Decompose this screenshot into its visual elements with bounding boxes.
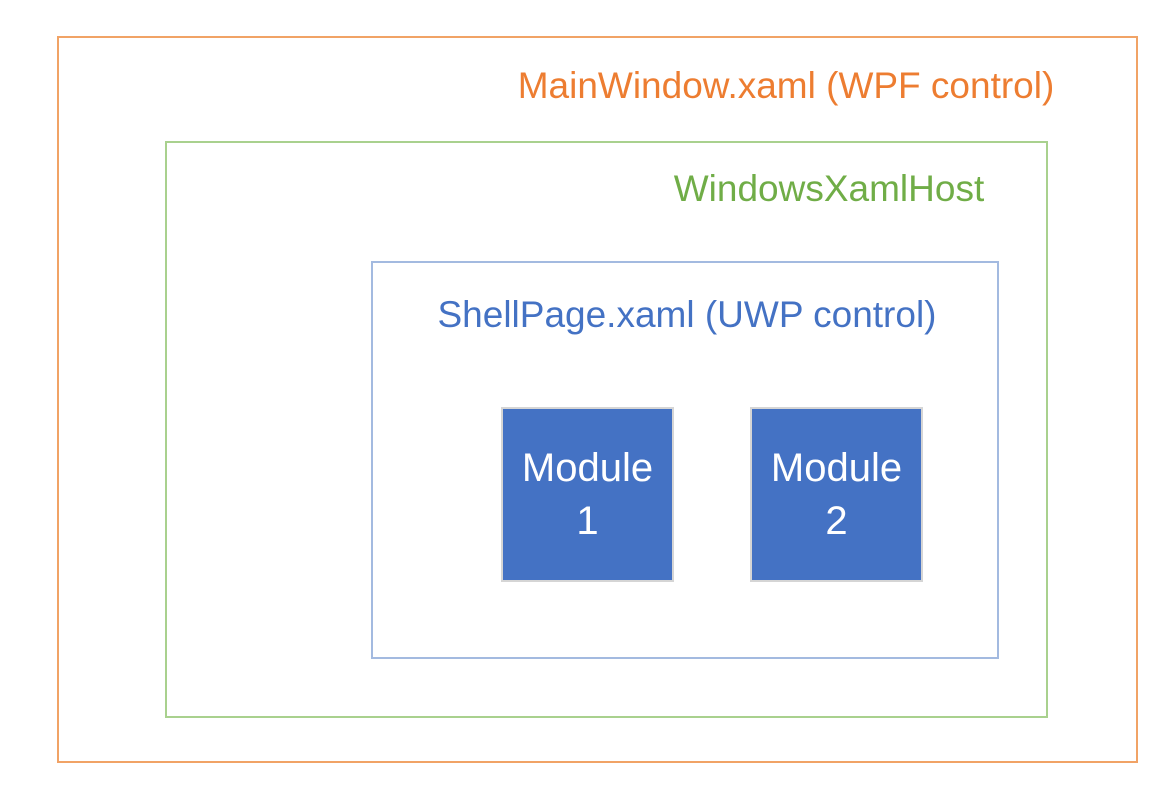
module-2-box: Module 2 <box>750 407 923 582</box>
windows-xaml-host-label: WindowsXamlHost <box>673 168 985 209</box>
module-1-name: Module <box>521 445 654 490</box>
uwp-shellpage-box: ShellPage.xaml (UWP control) Module 1 Mo… <box>371 261 999 659</box>
wpf-mainwindow-box: MainWindow.xaml (WPF control) WindowsXam… <box>57 36 1138 763</box>
windows-xaml-host-box: WindowsXamlHost ShellPage.xaml (UWP cont… <box>165 141 1048 718</box>
wpf-mainwindow-label: MainWindow.xaml (WPF control) <box>517 65 1055 106</box>
module-2-number: 2 <box>825 498 848 543</box>
module-2-name: Module <box>770 445 903 490</box>
module-1-box: Module 1 <box>501 407 674 582</box>
uwp-shellpage-label: ShellPage.xaml (UWP control) <box>437 294 937 335</box>
module-1-number: 1 <box>576 498 599 543</box>
